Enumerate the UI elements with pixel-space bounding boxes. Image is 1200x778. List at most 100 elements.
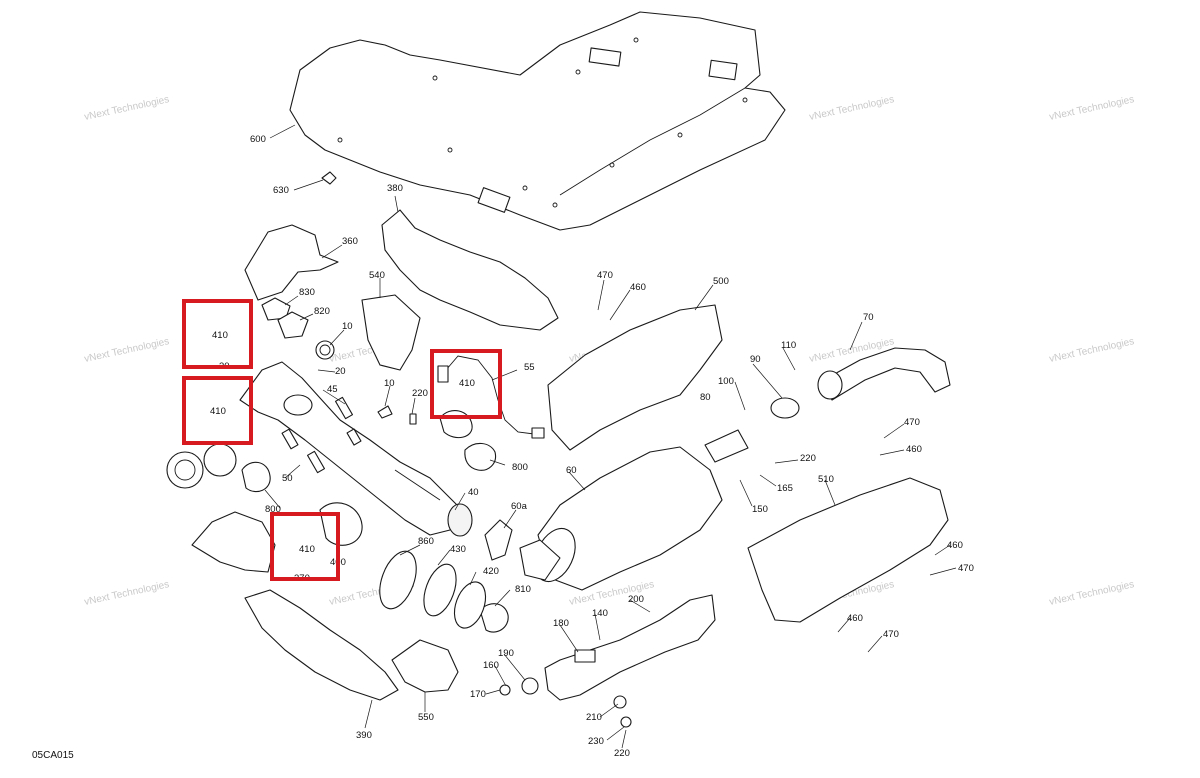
callout-460d: 460 xyxy=(847,613,863,624)
part-180 xyxy=(574,649,596,663)
highlight-box-410-c[interactable] xyxy=(430,349,502,419)
part-170 xyxy=(499,684,511,696)
part-230 xyxy=(620,716,632,728)
watermark: vNext Technologies xyxy=(808,94,895,123)
callout-60a: 60a xyxy=(511,501,528,512)
callout-220: 220 xyxy=(412,388,428,399)
part-220-nut xyxy=(409,413,417,425)
part-200-bracket xyxy=(544,594,716,701)
callout-180: 180 xyxy=(553,618,569,629)
part-gasket xyxy=(203,443,237,477)
callout-830: 830 xyxy=(299,287,315,298)
part-500-heat-shield xyxy=(547,304,723,451)
part-400-clamp xyxy=(319,502,363,546)
watermark: vNext Technologies xyxy=(1048,579,1135,608)
callout-190: 190 xyxy=(498,648,514,659)
watermark: vNext Technologies xyxy=(83,336,170,365)
callout-220c: 220 xyxy=(614,748,630,759)
callout-170: 170 xyxy=(470,689,486,700)
highlight-box-410-d[interactable] xyxy=(270,512,340,581)
part-50-spring xyxy=(306,450,326,474)
callout-100: 100 xyxy=(718,376,734,387)
callout-380: 380 xyxy=(387,183,403,194)
callout-410-c: 410 xyxy=(459,378,475,389)
part-gasket xyxy=(166,451,204,489)
callout-820: 820 xyxy=(314,306,330,317)
callout-800b: 800 xyxy=(265,504,281,515)
part-550-shield xyxy=(391,639,459,693)
callout-50: 50 xyxy=(282,473,293,484)
callout-10b: 10 xyxy=(384,378,395,389)
callout-470d: 470 xyxy=(883,629,899,640)
part-420-clamp xyxy=(453,581,487,629)
part-55-sensor xyxy=(437,355,545,439)
part-190 xyxy=(521,677,539,695)
callout-140: 140 xyxy=(592,608,608,619)
part-spring xyxy=(281,428,299,450)
callout-630: 630 xyxy=(273,185,289,196)
callout-410-b: 410 xyxy=(210,406,226,417)
callout-40: 40 xyxy=(468,487,479,498)
part-70-tailpipe xyxy=(819,347,951,401)
callout-470b: 470 xyxy=(904,417,920,428)
part-630-clip xyxy=(321,171,337,185)
callout-430: 430 xyxy=(450,544,466,555)
callout-110: 110 xyxy=(781,340,796,351)
part-90-flange xyxy=(770,397,800,419)
callout-90: 90 xyxy=(750,354,761,365)
callout-860: 860 xyxy=(418,536,434,547)
part-370-shield xyxy=(191,511,276,573)
callout-460: 460 xyxy=(630,282,646,293)
part-10-gasket xyxy=(315,340,335,360)
callout-210: 210 xyxy=(586,712,602,723)
callout-60: 60 xyxy=(566,465,577,476)
part-exhaust-manifold xyxy=(239,361,473,537)
part-810-clamp xyxy=(479,603,509,633)
callout-220b: 220 xyxy=(800,453,816,464)
callout-550: 550 xyxy=(418,712,434,723)
part-820 xyxy=(277,311,309,339)
part-360-heat-shield xyxy=(244,224,339,301)
callout-510: 510 xyxy=(818,474,834,485)
callout-360: 360 xyxy=(342,236,358,247)
callout-55: 55 xyxy=(524,362,535,373)
watermark: vNext Technologies xyxy=(1048,336,1135,365)
part-830 xyxy=(261,297,291,321)
callout-10: 10 xyxy=(342,321,353,332)
watermark: vNext Technologies xyxy=(83,94,170,123)
watermark: vNext Technologies xyxy=(1048,94,1135,123)
watermark: vNext Technologies xyxy=(83,579,170,608)
part-800-clamp xyxy=(241,461,271,493)
callout-410-a: 410 xyxy=(212,330,228,341)
part-45-spring xyxy=(334,396,354,420)
part-spring xyxy=(346,428,362,446)
callout-810: 810 xyxy=(515,584,531,595)
callout-80: 80 xyxy=(700,392,711,403)
callout-540: 540 xyxy=(369,270,385,281)
callout-230: 230 xyxy=(588,736,604,747)
callout-470: 470 xyxy=(597,270,613,281)
part-860-band xyxy=(379,550,417,610)
callout-70: 70 xyxy=(863,312,874,323)
diagram-code: 05CA015 xyxy=(32,750,74,761)
part-10-gasket-b xyxy=(377,405,393,419)
callout-45: 45 xyxy=(327,384,338,395)
callout-500: 500 xyxy=(713,276,729,287)
part-390-shield xyxy=(244,589,399,701)
callout-200: 200 xyxy=(628,594,644,605)
callout-390: 390 xyxy=(356,730,372,741)
callout-420: 420 xyxy=(483,566,499,577)
highlight-box-410-b[interactable] xyxy=(182,376,253,445)
callout-labels: 600 630 380 360 830 820 10 540 20 30 45 … xyxy=(210,134,974,759)
callout-800: 800 xyxy=(512,462,528,473)
part-510-heat-shield xyxy=(747,477,949,623)
callout-150: 150 xyxy=(752,504,768,515)
callout-165: 165 xyxy=(777,483,793,494)
part-heat-shield-plate xyxy=(289,11,786,231)
callout-460b: 460 xyxy=(906,444,922,455)
highlight-box-410-a[interactable] xyxy=(182,299,253,369)
callout-600: 600 xyxy=(250,134,266,145)
part-430-clamp xyxy=(423,563,457,617)
callout-160: 160 xyxy=(483,660,499,671)
